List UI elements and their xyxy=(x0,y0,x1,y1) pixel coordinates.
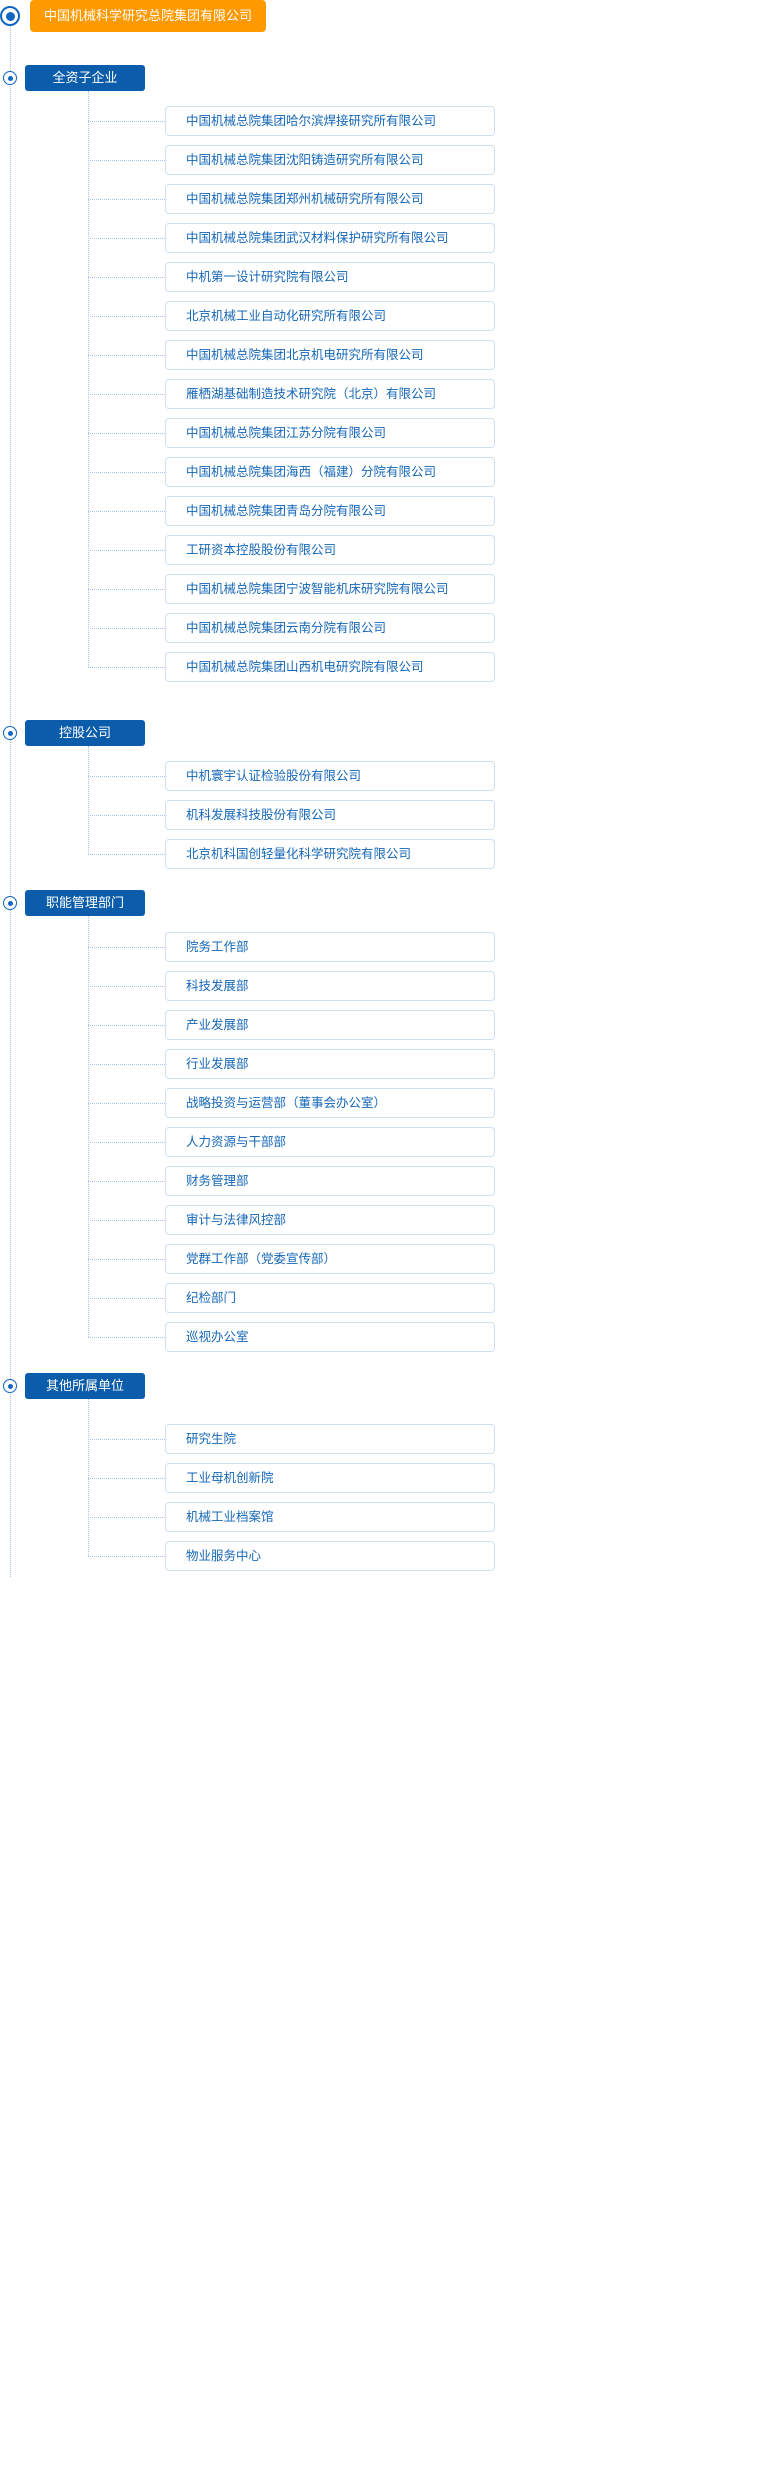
leaf-connector xyxy=(88,1259,165,1260)
leaf-node[interactable]: 产业发展部 xyxy=(165,1010,495,1040)
leaf-connector xyxy=(88,394,165,395)
leaf-node[interactable]: 中国机械总院集团宁波智能机床研究院有限公司 xyxy=(165,574,495,604)
leaf-connector xyxy=(88,1064,165,1065)
leaf-node[interactable]: 院务工作部 xyxy=(165,932,495,962)
branch-line xyxy=(88,916,89,1337)
leaf-connector xyxy=(88,667,165,668)
leaf-node[interactable]: 中国机械总院集团山西机电研究院有限公司 xyxy=(165,652,495,682)
leaf-connector xyxy=(88,355,165,356)
leaf-connector xyxy=(88,1478,165,1479)
leaf-connector xyxy=(88,238,165,239)
leaf-node[interactable]: 中国机械总院集团江苏分院有限公司 xyxy=(165,418,495,448)
root-spine-marker-icon xyxy=(0,6,20,26)
leaf-node[interactable]: 北京机械工业自动化研究所有限公司 xyxy=(165,301,495,331)
leaf-node[interactable]: 中国机械总院集团沈阳铸造研究所有限公司 xyxy=(165,145,495,175)
leaf-node[interactable]: 党群工作部（党委宣传部） xyxy=(165,1244,495,1274)
leaf-connector xyxy=(88,1142,165,1143)
leaf-connector xyxy=(88,1181,165,1182)
leaf-node[interactable]: 纪检部门 xyxy=(165,1283,495,1313)
leaf-connector xyxy=(88,277,165,278)
leaf-node[interactable]: 财务管理部 xyxy=(165,1166,495,1196)
leaf-node[interactable]: 中国机械总院集团青岛分院有限公司 xyxy=(165,496,495,526)
leaf-connector xyxy=(88,433,165,434)
leaf-connector xyxy=(88,1298,165,1299)
leaf-node[interactable]: 审计与法律风控部 xyxy=(165,1205,495,1235)
leaf-node[interactable]: 中国机械总院集团武汉材料保护研究所有限公司 xyxy=(165,223,495,253)
leaf-node[interactable]: 工业母机创新院 xyxy=(165,1463,495,1493)
leaf-node[interactable]: 中国机械总院集团哈尔滨焊接研究所有限公司 xyxy=(165,106,495,136)
leaf-node[interactable]: 中机第一设计研究院有限公司 xyxy=(165,262,495,292)
spine-marker-icon xyxy=(3,71,17,85)
main-spine-line xyxy=(10,16,11,1577)
leaf-connector xyxy=(88,160,165,161)
leaf-connector xyxy=(88,472,165,473)
group-header-4[interactable]: 其他所属单位 xyxy=(25,1373,145,1399)
root-node[interactable]: 中国机械科学研究总院集团有限公司 xyxy=(30,0,267,32)
leaf-connector xyxy=(88,199,165,200)
leaf-connector xyxy=(88,1025,165,1026)
leaf-node[interactable]: 中国机械总院集团北京机电研究所有限公司 xyxy=(165,340,495,370)
leaf-connector xyxy=(88,776,165,777)
group-header-3[interactable]: 职能管理部门 xyxy=(25,890,145,916)
leaf-connector xyxy=(88,986,165,987)
leaf-node[interactable]: 研究生院 xyxy=(165,1424,495,1454)
group-header-2[interactable]: 控股公司 xyxy=(25,720,145,746)
leaf-node[interactable]: 中机寰宇认证检验股份有限公司 xyxy=(165,761,495,791)
leaf-connector xyxy=(88,1556,165,1557)
leaf-node[interactable]: 北京机科国创轻量化科学研究院有限公司 xyxy=(165,839,495,869)
spine-marker-icon xyxy=(3,726,17,740)
leaf-connector xyxy=(88,1103,165,1104)
leaf-node[interactable]: 中国机械总院集团海西（福建）分院有限公司 xyxy=(165,457,495,487)
leaf-node[interactable]: 巡视办公室 xyxy=(165,1322,495,1352)
leaf-node[interactable]: 战略投资与运营部（董事会办公室） xyxy=(165,1088,495,1118)
leaf-connector xyxy=(88,1220,165,1221)
group-header-1[interactable]: 全资子企业 xyxy=(25,65,145,91)
leaf-connector xyxy=(88,1517,165,1518)
leaf-connector xyxy=(88,589,165,590)
leaf-connector xyxy=(88,511,165,512)
leaf-connector xyxy=(88,815,165,816)
leaf-connector xyxy=(88,1439,165,1440)
spine-marker-icon xyxy=(3,896,17,910)
leaf-connector xyxy=(88,628,165,629)
leaf-node[interactable]: 中国机械总院集团郑州机械研究所有限公司 xyxy=(165,184,495,214)
spine-marker-icon xyxy=(3,1379,17,1393)
leaf-node[interactable]: 机械工业档案馆 xyxy=(165,1502,495,1532)
leaf-node[interactable]: 工研资本控股股份有限公司 xyxy=(165,535,495,565)
branch-line xyxy=(88,91,89,667)
leaf-connector xyxy=(88,947,165,948)
leaf-node[interactable]: 人力资源与干部部 xyxy=(165,1127,495,1157)
branch-line xyxy=(88,746,89,854)
leaf-node[interactable]: 中国机械总院集团云南分院有限公司 xyxy=(165,613,495,643)
leaf-connector xyxy=(88,121,165,122)
leaf-node[interactable]: 科技发展部 xyxy=(165,971,495,1001)
leaf-node[interactable]: 行业发展部 xyxy=(165,1049,495,1079)
branch-line xyxy=(88,1399,89,1556)
leaf-connector xyxy=(88,550,165,551)
leaf-connector xyxy=(88,316,165,317)
leaf-node[interactable]: 机科发展科技股份有限公司 xyxy=(165,800,495,830)
leaf-connector xyxy=(88,854,165,855)
leaf-node[interactable]: 雁栖湖基础制造技术研究院（北京）有限公司 xyxy=(165,379,495,409)
leaf-node[interactable]: 物业服务中心 xyxy=(165,1541,495,1571)
leaf-connector xyxy=(88,1337,165,1338)
